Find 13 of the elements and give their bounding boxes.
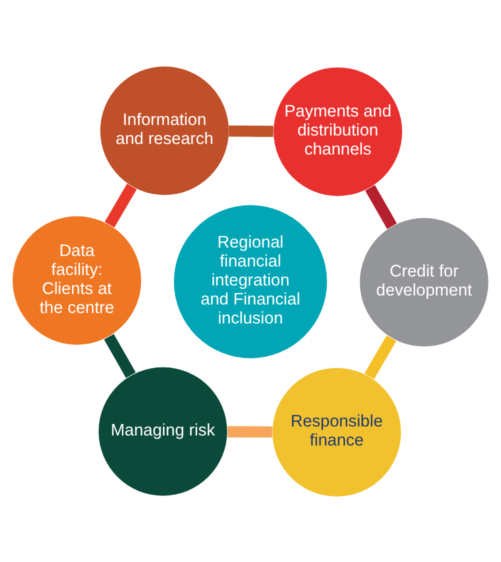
node-circle: Payments and distribution channels [274, 66, 402, 196]
connector [228, 426, 272, 438]
node-circle: Regional financial integration and Financial inclusion [174, 204, 328, 358]
connector [104, 333, 136, 378]
connector [228, 125, 274, 136]
connector [365, 184, 397, 228]
connector [104, 183, 137, 227]
node-circle: Data facility: Clients at the centre [12, 216, 142, 344]
node-circle: Credit for development [360, 217, 488, 346]
connector [364, 334, 396, 379]
node-circle: Managing risk [98, 366, 228, 496]
node-circle: Information and research [100, 66, 229, 194]
node-circle: Responsible finance [272, 368, 401, 496]
